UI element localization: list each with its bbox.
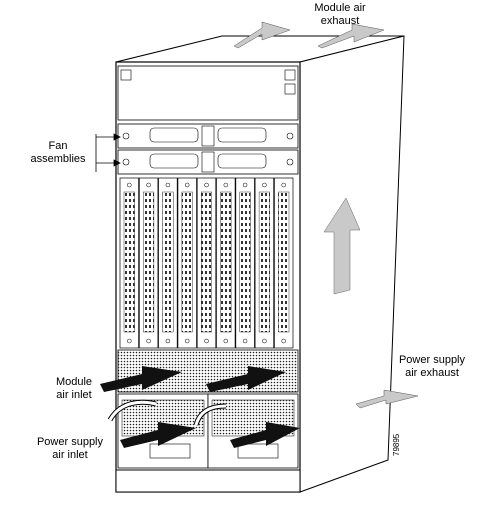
module-exhaust-arrow-left <box>233 21 291 49</box>
module-ejector <box>281 182 286 188</box>
module-port-strip <box>258 191 270 333</box>
corner-screw <box>284 83 296 95</box>
module-air-inlet-label: Module air inlet <box>44 376 104 402</box>
power-supply-inlet-arrow-left <box>120 422 196 448</box>
figure-id: 79895 <box>392 433 401 456</box>
module-exhaust-arrow-right <box>317 23 385 49</box>
module-air-inlet-line1: Module <box>55 376 93 388</box>
module-ejector <box>127 182 132 188</box>
module-port-strip <box>181 191 193 333</box>
module-ejector <box>165 182 171 188</box>
module-port-strip <box>123 191 135 333</box>
module-port-strip <box>278 191 290 333</box>
module-air-inlet-arrow-right <box>206 366 286 392</box>
module-ejector <box>204 338 209 344</box>
fan-assemblies-line1: Fan <box>48 140 68 152</box>
fan-tray-upper <box>117 123 299 149</box>
module-ejector <box>262 338 267 344</box>
ps-air-inlet-line1: Power supply <box>36 436 104 448</box>
module-ejector <box>242 338 248 344</box>
module-port-strip <box>239 191 251 333</box>
module-port-strip <box>162 191 174 333</box>
module-ejector <box>204 182 209 188</box>
module-ejector <box>281 338 286 344</box>
power-supply-inlet-arrow-right <box>230 422 300 448</box>
ps-air-exhaust-line2: air exhaust <box>405 367 459 379</box>
module-ejector <box>146 182 151 188</box>
module-ejector <box>184 182 190 188</box>
module-air-exhaust-line2: exhaust <box>320 15 360 27</box>
corner-screw <box>120 69 132 81</box>
corner-screw <box>284 69 296 81</box>
module-ejector <box>223 182 229 188</box>
ps-air-inlet-line2: air inlet <box>52 449 88 461</box>
module-ejector <box>146 338 151 344</box>
module-port-strip <box>143 191 155 333</box>
module-slots <box>119 177 294 349</box>
fan-assemblies-line2: assemblies <box>30 153 86 165</box>
module-port-strip <box>220 191 232 333</box>
module-ejector <box>223 338 229 344</box>
fan-tray-lower <box>117 149 299 175</box>
power-supply-air-exhaust-label: Power supply air exhaust <box>388 354 476 380</box>
power-supply-air-inlet-label: Power supply air inlet <box>26 436 114 462</box>
module-ejector <box>184 338 190 344</box>
module-air-inlet-line2: air inlet <box>56 389 92 401</box>
side-airflow-arrow <box>323 197 361 295</box>
chassis-base <box>115 469 301 493</box>
power-supply-exhaust-arrow <box>355 389 419 409</box>
module-ejector <box>262 182 267 188</box>
chassis-side <box>299 35 405 493</box>
module-port-strip <box>200 191 212 333</box>
module-air-exhaust-line1: Module air <box>314 2 366 14</box>
ps-air-exhaust-line1: Power supply <box>398 354 466 366</box>
fan-assemblies-label: Fan assemblies <box>26 140 90 166</box>
module-air-exhaust-label: Module air exhaust <box>300 2 380 28</box>
top-panel <box>117 65 299 121</box>
module-ejector <box>242 182 248 188</box>
module-ejector <box>165 338 171 344</box>
module-ejector <box>127 338 132 344</box>
module-air-inlet-arrow-left <box>100 366 182 392</box>
fan-assemblies-leader <box>95 133 121 172</box>
